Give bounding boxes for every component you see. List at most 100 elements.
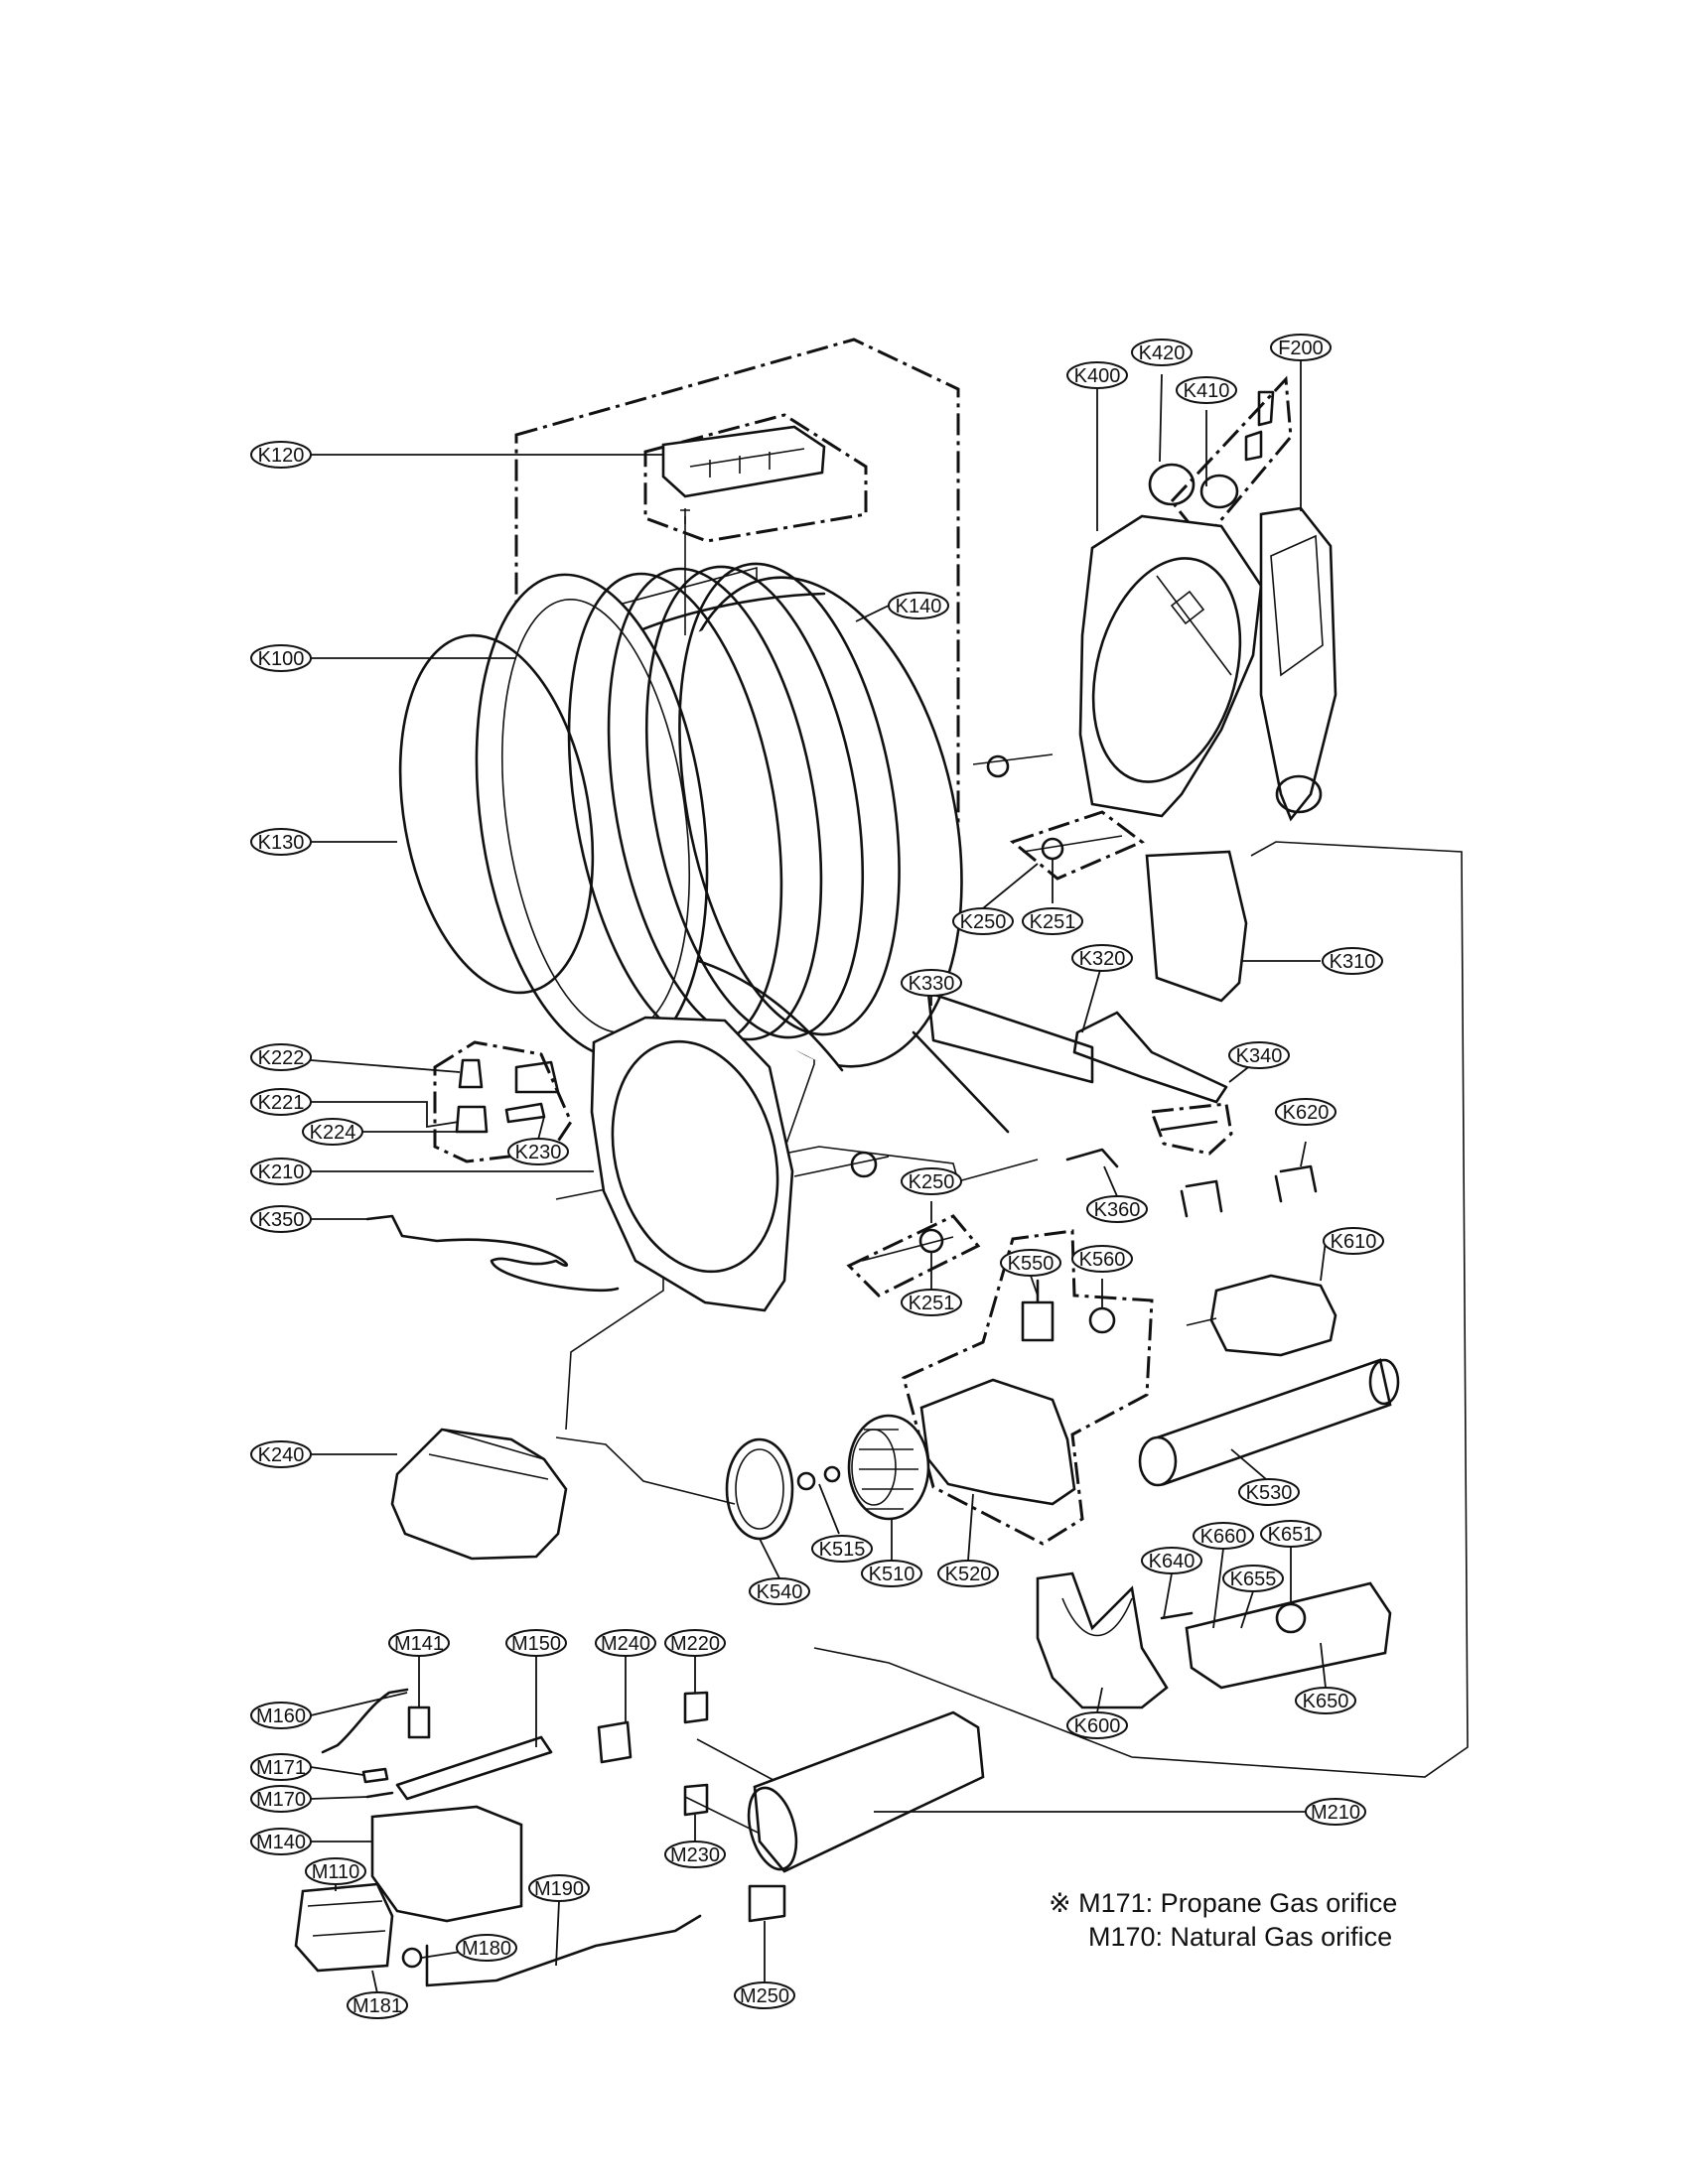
callout-M210: M210: [1305, 1798, 1366, 1826]
flame-sensor-m220: [683, 1691, 709, 1724]
callout-K610: K610: [1323, 1227, 1384, 1255]
callout-label: K250: [960, 911, 1007, 933]
callout-label: K120: [258, 445, 305, 467]
callout-label: M210: [1311, 1802, 1360, 1824]
callout-label: K515: [819, 1539, 866, 1561]
wire-harness-k350: [365, 1214, 620, 1293]
filter-housing-k310: [1145, 850, 1248, 1003]
filter-seal-k320: [1072, 1011, 1228, 1104]
callout-label: K420: [1139, 342, 1186, 364]
callout-label: K655: [1230, 1569, 1277, 1590]
motor-mount-k600: [1036, 1571, 1169, 1709]
nut-k515: [823, 1465, 841, 1483]
callout-label: M230: [670, 1844, 720, 1866]
motor-k610: [1186, 1274, 1337, 1357]
bracket-m240: [597, 1720, 633, 1764]
bearing-group-lower-boundary: [846, 1214, 981, 1297]
callout-M240: M240: [595, 1629, 656, 1657]
callout-label: M170: [256, 1789, 306, 1811]
clip-k360: [1065, 1148, 1119, 1168]
callout-M141: M141: [388, 1629, 450, 1657]
callout-K320: K320: [1071, 944, 1133, 972]
callout-F200: F200: [1270, 334, 1332, 361]
gas-valve-m110: [294, 1882, 394, 1973]
assembly-line-rear: [813, 841, 1469, 1778]
callout-label: K660: [1200, 1526, 1247, 1548]
callout-K520: K520: [937, 1560, 999, 1587]
lamp-k222: [458, 1058, 484, 1089]
callout-label: K350: [258, 1209, 305, 1231]
callout-label: M150: [511, 1633, 561, 1655]
callout-K620: K620: [1275, 1098, 1336, 1126]
callout-label: K640: [1149, 1551, 1196, 1572]
note-propane-text: M171: Propane Gas orifice: [1078, 1888, 1398, 1918]
callout-K251-lower: K251: [901, 1289, 962, 1316]
callout-K221: K221: [250, 1088, 312, 1116]
motor-clip-k620-left: [1180, 1179, 1223, 1218]
fitting-m180: [401, 1947, 423, 1969]
callout-K310: K310: [1322, 947, 1383, 975]
washer-k515: [796, 1471, 816, 1491]
callout-M250: M250: [734, 1981, 795, 2009]
blower-housing-k520: [919, 1378, 1076, 1506]
callout-label: M250: [740, 1985, 789, 2007]
callout-K540: K540: [749, 1577, 810, 1605]
callout-K655: K655: [1222, 1565, 1284, 1592]
callout-label: K340: [1236, 1045, 1283, 1067]
igniter-m141: [407, 1706, 431, 1739]
callout-K100: K100: [250, 644, 312, 672]
sensor-f200: [1244, 390, 1275, 462]
gasket-k410: [1199, 474, 1239, 509]
drum-seal-k130: [398, 633, 595, 995]
callout-M190: M190: [528, 1874, 590, 1902]
callout-K240: K240: [250, 1440, 312, 1468]
lamp-group-boundary: [433, 1040, 573, 1163]
callout-K650: K650: [1295, 1687, 1356, 1714]
callout-K600: K600: [1066, 1711, 1128, 1739]
callout-label: M190: [534, 1878, 584, 1900]
motor-clip-k620-right: [1274, 1164, 1318, 1203]
callout-K420: K420: [1131, 339, 1193, 366]
callout-K660: K660: [1193, 1522, 1254, 1550]
callout-K560: K560: [1071, 1245, 1133, 1273]
callout-K515: K515: [811, 1535, 873, 1563]
duct-k530: [1138, 1358, 1400, 1487]
callout-label: M181: [352, 1995, 402, 2017]
callout-M140: M140: [250, 1828, 312, 1855]
callout-M160: M160: [250, 1702, 312, 1729]
duct-cover-f200: [1259, 506, 1337, 822]
callout-M180: M180: [456, 1934, 517, 1962]
callout-K251-upper: K251: [1022, 907, 1083, 935]
note-line-propane: ※ M171: Propane Gas orifice: [1049, 1886, 1397, 1920]
callout-K330: K330: [901, 969, 962, 997]
callout-label: K550: [1008, 1253, 1055, 1275]
callout-K140: K140: [888, 592, 949, 619]
callout-label: K360: [1094, 1199, 1141, 1221]
callout-K120: K120: [250, 441, 312, 469]
callout-K410: K410: [1176, 376, 1237, 404]
callout-label: F200: [1278, 338, 1324, 359]
callout-K350: K350: [250, 1205, 312, 1233]
callout-label: K224: [310, 1122, 356, 1144]
callout-K340: K340: [1228, 1041, 1290, 1069]
front-bulkhead-k210: [590, 1016, 794, 1312]
callout-M171: M171: [250, 1753, 312, 1781]
callout-K210: K210: [250, 1158, 312, 1185]
orifice-m170: [365, 1791, 394, 1799]
callout-label: K130: [258, 832, 305, 854]
callout-K250-upper: K250: [952, 907, 1014, 935]
leader-lines: [310, 360, 1327, 1994]
callout-K224: K224: [302, 1118, 363, 1146]
callout-label: K410: [1184, 380, 1230, 402]
callout-label: M220: [670, 1633, 720, 1655]
callout-K230: K230: [507, 1138, 569, 1165]
callout-label: K250: [909, 1171, 955, 1193]
callout-label: K560: [1079, 1249, 1126, 1271]
callout-K222: K222: [250, 1043, 312, 1071]
callout-label: M160: [256, 1706, 306, 1727]
callout-label: K651: [1268, 1524, 1315, 1546]
callout-K400: K400: [1066, 361, 1128, 389]
callout-label: K230: [515, 1142, 562, 1163]
callout-label: K610: [1331, 1231, 1377, 1253]
